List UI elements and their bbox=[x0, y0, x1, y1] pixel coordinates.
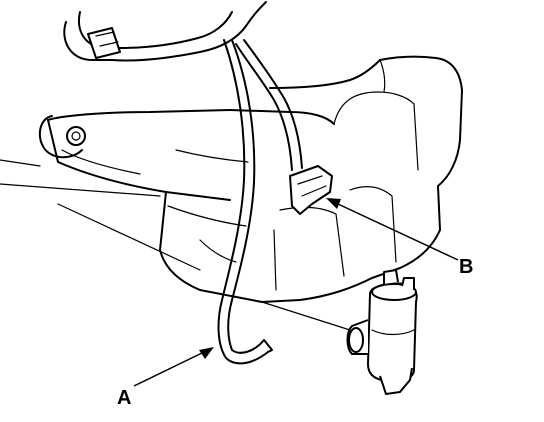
mounting-bracket bbox=[38, 115, 86, 159]
leader-b bbox=[326, 198, 459, 261]
washer-hose bbox=[217, 39, 273, 365]
pump-wires bbox=[235, 39, 303, 171]
arrow-b-icon bbox=[326, 198, 341, 209]
bolt-icon bbox=[66, 126, 86, 146]
leader-a bbox=[133, 347, 214, 387]
washer-reservoir-tank bbox=[47, 55, 463, 303]
body-panel-lines bbox=[0, 159, 351, 331]
pump-connector bbox=[289, 165, 333, 215]
arrow-a-icon bbox=[199, 347, 214, 359]
callout-label-b: B bbox=[459, 256, 474, 278]
washer-pump bbox=[346, 269, 418, 395]
callout-label-a: A bbox=[117, 387, 132, 409]
wiring-harness-top bbox=[63, 1, 267, 62]
